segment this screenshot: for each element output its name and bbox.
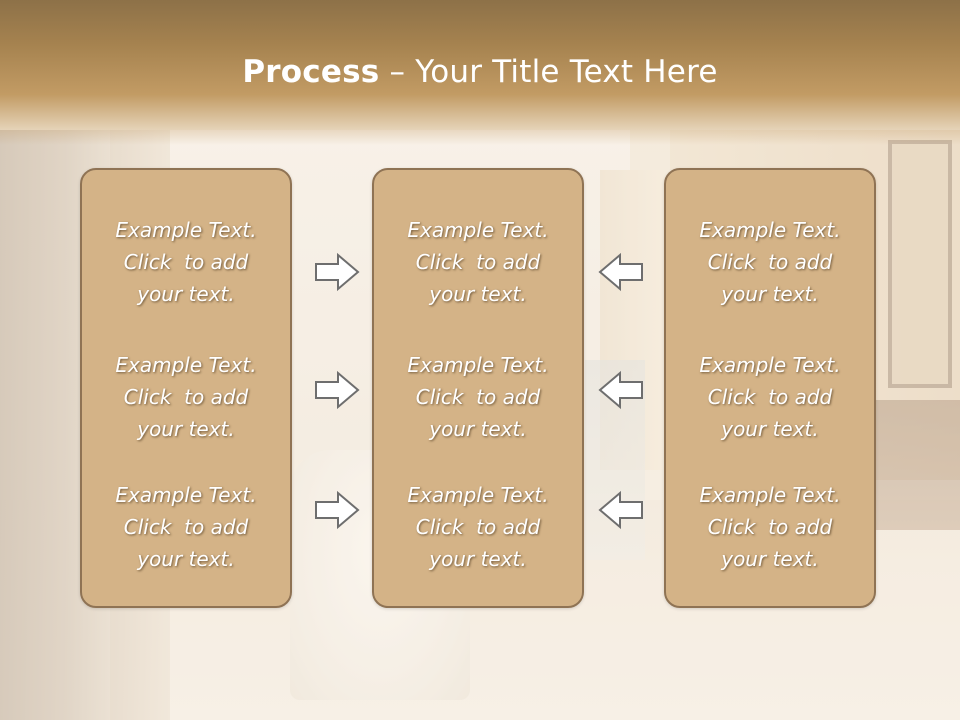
text-line: your text.	[721, 417, 819, 441]
text-line: your text.	[137, 547, 235, 571]
text-block[interactable]: Example Text. Click to add your text.	[82, 349, 290, 445]
process-box-right[interactable]: Example Text. Click to add your text. Ex…	[664, 168, 876, 608]
right-arrow-icon	[315, 252, 360, 292]
right-arrow-icon	[315, 490, 360, 530]
text-line: Click to add	[707, 385, 833, 409]
text-block[interactable]: Example Text. Click to add your text.	[82, 479, 290, 575]
text-line: your text.	[429, 417, 527, 441]
text-line: your text.	[137, 417, 235, 441]
slide-title[interactable]: Process – Your Title Text Here	[0, 54, 960, 90]
text-line: Click to add	[415, 250, 541, 274]
text-block[interactable]: Example Text. Click to add your text.	[374, 479, 582, 575]
title-bar	[0, 0, 960, 145]
text-line: your text.	[429, 547, 527, 571]
text-line: Example Text.	[115, 483, 257, 507]
left-arrow-icon	[598, 252, 643, 292]
text-line: Click to add	[415, 385, 541, 409]
title-bold: Process	[242, 54, 380, 90]
text-line: Example Text.	[115, 218, 257, 242]
text-block[interactable]: Example Text. Click to add your text.	[666, 479, 874, 575]
text-line: Click to add	[123, 250, 249, 274]
text-line: Example Text.	[115, 353, 257, 377]
text-line: Example Text.	[699, 353, 841, 377]
text-line: Click to add	[707, 250, 833, 274]
text-block[interactable]: Example Text. Click to add your text.	[82, 214, 290, 310]
text-line: your text.	[721, 282, 819, 306]
title-rest: – Your Title Text Here	[379, 54, 718, 90]
text-line: your text.	[429, 282, 527, 306]
text-line: Click to add	[707, 515, 833, 539]
text-block[interactable]: Example Text. Click to add your text.	[666, 349, 874, 445]
text-line: Example Text.	[407, 218, 549, 242]
text-block[interactable]: Example Text. Click to add your text.	[666, 214, 874, 310]
text-line: Example Text.	[407, 353, 549, 377]
background-mirror	[888, 140, 952, 388]
process-box-left[interactable]: Example Text. Click to add your text. Ex…	[80, 168, 292, 608]
right-arrow-icon	[315, 370, 360, 410]
text-line: your text.	[721, 547, 819, 571]
text-line: Example Text.	[699, 483, 841, 507]
text-line: Click to add	[123, 385, 249, 409]
left-arrow-icon	[598, 490, 643, 530]
text-line: Click to add	[415, 515, 541, 539]
text-line: your text.	[137, 282, 235, 306]
text-line: Example Text.	[699, 218, 841, 242]
text-block[interactable]: Example Text. Click to add your text.	[374, 349, 582, 445]
text-line: Click to add	[123, 515, 249, 539]
text-line: Example Text.	[407, 483, 549, 507]
text-block[interactable]: Example Text. Click to add your text.	[374, 214, 582, 310]
left-arrow-icon	[598, 370, 643, 410]
process-box-center[interactable]: Example Text. Click to add your text. Ex…	[372, 168, 584, 608]
